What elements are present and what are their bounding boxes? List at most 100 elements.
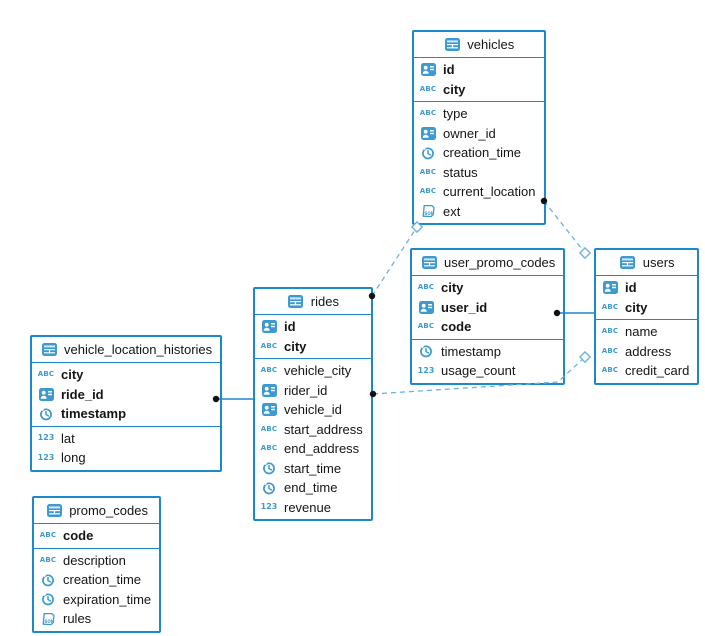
- text-type-icon: ABC: [417, 283, 435, 292]
- table-title: user_promo_codes: [444, 255, 556, 270]
- column-owner_id: owner_id: [414, 124, 544, 144]
- table-header-rides[interactable]: rides: [255, 289, 371, 315]
- table-title: vehicles: [467, 37, 515, 52]
- table-title: vehicle_location_histories: [64, 342, 213, 357]
- column-ext: JSON ext: [414, 202, 544, 222]
- column-label: name: [625, 324, 658, 340]
- column-ride_id: ride_id: [32, 385, 220, 405]
- table-icon: [444, 38, 460, 51]
- column-credit_card: ABC credit_card: [596, 361, 697, 381]
- column-label: rules: [63, 611, 92, 627]
- text-type-icon: ABC: [601, 366, 619, 375]
- column-creation_time: creation_time: [34, 570, 159, 590]
- column-id: id: [255, 317, 371, 337]
- table-header-vehicle_location_histories[interactable]: vehicle_location_histories: [32, 337, 221, 363]
- column-code: ABC code: [34, 526, 159, 546]
- text-type-icon: ABC: [417, 322, 435, 331]
- column-label: ride_id: [61, 386, 104, 402]
- timestamp-icon: [263, 462, 275, 475]
- timestamp-icon: [422, 146, 434, 160]
- table-header-vehicles[interactable]: vehicles: [414, 32, 544, 58]
- number-type-icon: 123: [37, 452, 55, 462]
- column-label: credit_card: [625, 363, 690, 379]
- column-label: usage_count: [441, 363, 516, 379]
- user-id-icon: [38, 387, 54, 401]
- column-label: vehicle_city: [284, 363, 352, 379]
- column-start_address: ABC start_address: [255, 420, 371, 440]
- text-type-icon: ABC: [260, 366, 278, 375]
- user-id-icon: [261, 383, 277, 397]
- column-label: start_address: [284, 421, 363, 437]
- text-type-icon: ABC: [419, 84, 437, 93]
- endpoint-diamond: [578, 350, 592, 364]
- column-label: code: [63, 528, 94, 544]
- connection-line: [543, 200, 586, 254]
- column-label: city: [61, 367, 84, 383]
- column-label: vehicle_id: [284, 402, 342, 418]
- column-label: end_time: [284, 480, 338, 496]
- column-label: end_address: [284, 441, 360, 457]
- column-label: type: [443, 106, 468, 122]
- table-header-users[interactable]: users: [596, 250, 698, 276]
- column-label: id: [625, 280, 637, 296]
- text-type-icon: ABC: [601, 302, 619, 311]
- table-icon: [421, 256, 437, 269]
- text-type-icon: ABC: [260, 341, 278, 350]
- column-label: city: [441, 280, 464, 296]
- svg-text:JSON: JSON: [422, 211, 434, 216]
- endpoint-diamond: [578, 246, 592, 260]
- column-label: revenue: [284, 499, 331, 515]
- table-title: users: [642, 255, 675, 270]
- column-vehicle_city: ABC vehicle_city: [255, 361, 371, 381]
- column-vehicle_id: vehicle_id: [255, 400, 371, 420]
- column-label: rider_id: [284, 382, 328, 398]
- column-label: timestamp: [441, 343, 501, 359]
- table-header-promo_codes[interactable]: promo_codes: [34, 498, 160, 524]
- column-expiration_time: expiration_time: [34, 590, 159, 610]
- column-city: ABC city: [412, 278, 563, 298]
- table-icon: [288, 295, 304, 308]
- text-type-icon: ABC: [419, 167, 437, 176]
- column-label: ext: [443, 203, 461, 219]
- column-id: id: [414, 60, 544, 80]
- timestamp-icon: [420, 345, 432, 358]
- user-id-icon: [261, 403, 277, 417]
- column-label: address: [625, 343, 672, 359]
- column-label: lat: [61, 430, 75, 446]
- text-type-icon: ABC: [39, 531, 57, 540]
- column-label: city: [284, 338, 307, 354]
- timestamp-icon: [42, 593, 54, 606]
- column-rules: JSON rules: [34, 609, 159, 629]
- user-id-icon: [261, 320, 277, 334]
- column-label: owner_id: [443, 125, 496, 141]
- column-label: creation_time: [63, 572, 142, 588]
- user-id-icon: [420, 126, 436, 140]
- column-rider_id: rider_id: [255, 381, 371, 401]
- text-type-icon: ABC: [260, 424, 278, 433]
- json-icon: JSON: [42, 612, 55, 625]
- column-label: status: [443, 164, 478, 180]
- table-header-user_promo_codes[interactable]: user_promo_codes: [412, 250, 564, 276]
- timestamp-icon: [42, 573, 54, 587]
